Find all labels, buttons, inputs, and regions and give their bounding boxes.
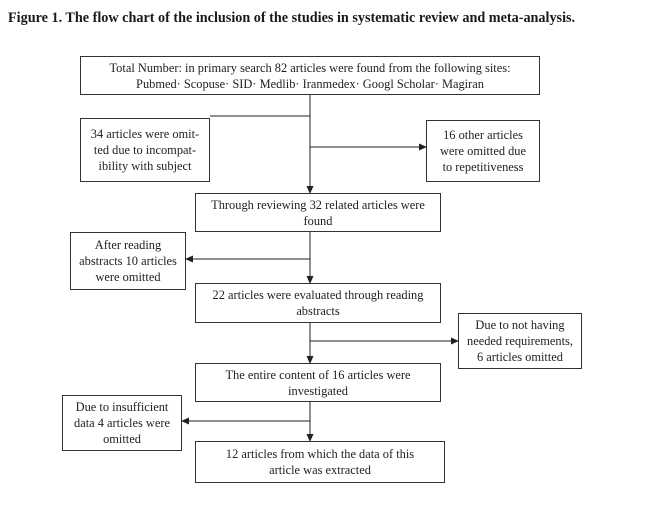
abstracts-omitted-line-2: abstracts 10 articles: [79, 254, 177, 268]
insufficient-data-box: Due to insufficient data 4 articles were…: [62, 395, 182, 451]
insufficient-data-line-2: data 4 articles were: [74, 416, 170, 430]
evaluated-abstracts-line-1: 22 articles were evaluated through readi…: [212, 288, 424, 302]
requirements-omitted-box: Due to not having needed requirements, 6…: [458, 313, 582, 369]
omitted-incompatible-box: 34 articles were omit- ted due to incomp…: [80, 118, 210, 182]
extracted-articles-box: 12 articles from which the data of this …: [195, 441, 445, 483]
abstracts-omitted-line-3: were omitted: [95, 270, 161, 284]
evaluated-abstracts-line-2: abstracts: [296, 304, 340, 318]
abstracts-omitted-line-1: After reading: [94, 238, 162, 252]
total-articles-box: Total Number: in primary search 82 artic…: [80, 56, 540, 95]
evaluated-abstracts-box: 22 articles were evaluated through readi…: [195, 283, 441, 323]
omitted-incompatible-line-3: ibility with subject: [98, 159, 192, 173]
omitted-repetitive-line-2: were omitted due: [439, 144, 526, 158]
insufficient-data-line-3: omitted: [103, 432, 141, 446]
total-articles-line-2: Pubmed· Scopuse· SID· Medlib· Iranmedex·…: [136, 76, 484, 91]
full-content-line-1: The entire content of 16 articles were: [225, 367, 411, 382]
extracted-articles-line-2: article was extracted: [269, 463, 371, 477]
related-articles-line-1: Through reviewing 32 related articles we…: [211, 197, 425, 212]
omitted-incompatible-line-2: ted due to incompat-: [93, 143, 197, 157]
figure-caption: Figure 1. The flow chart of the inclusio…: [8, 10, 576, 26]
extracted-articles-line-1: 12 articles from which the data of this: [225, 447, 415, 461]
omitted-repetitive-line-3: to repetitiveness: [442, 160, 524, 174]
related-articles-line-2: found: [303, 213, 333, 228]
requirements-omitted-line-2: needed requirements,: [467, 334, 573, 348]
omitted-repetitive-line-1: 16 other articles: [443, 128, 523, 142]
total-articles-line-1: Total Number: in primary search 82 artic…: [109, 60, 511, 75]
insufficient-data-line-1: Due to insufficient: [75, 400, 169, 414]
requirements-omitted-line-3: 6 articles omitted: [476, 350, 564, 364]
abstracts-omitted-box: After reading abstracts 10 articles were…: [70, 232, 186, 290]
related-articles-box: Through reviewing 32 related articles we…: [195, 193, 441, 232]
omitted-repetitive-box: 16 other articles were omitted due to re…: [426, 120, 540, 182]
omitted-incompatible-line-1: 34 articles were omit-: [90, 127, 200, 141]
full-content-box: The entire content of 16 articles were i…: [195, 363, 441, 402]
requirements-omitted-line-1: Due to not having: [475, 318, 565, 332]
full-content-line-2: investigated: [288, 383, 348, 398]
